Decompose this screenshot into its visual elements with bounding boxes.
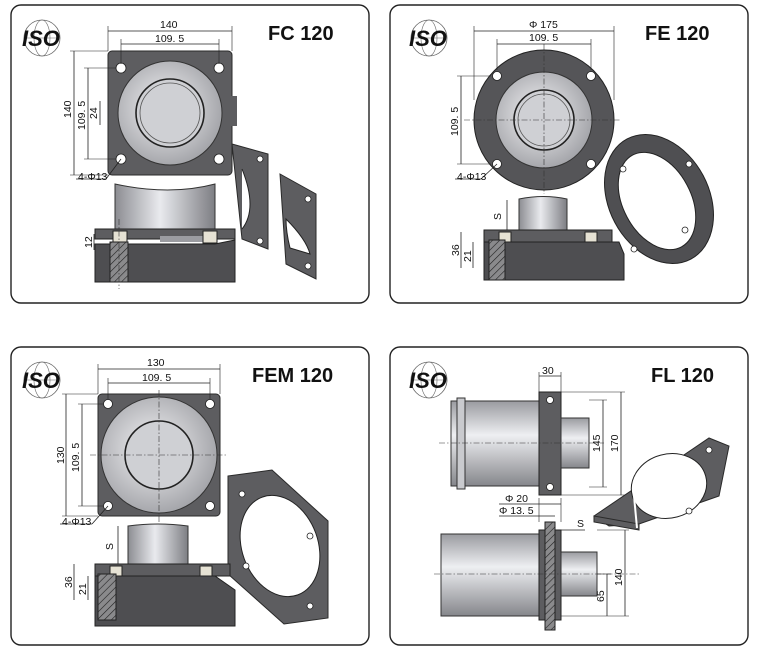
iso-logo-icon: ISO	[22, 19, 61, 57]
iso-logo-icon: ISO	[409, 361, 448, 399]
svg-text:Φ 175: Φ 175	[529, 19, 558, 31]
svg-text:30: 30	[542, 365, 554, 377]
panel-fc-120: ISO FC 120 140 109. 5 140 109. 5 24 4-Φ1…	[10, 4, 370, 304]
iso-logo-icon: ISO	[409, 19, 448, 57]
svg-text:130: 130	[147, 357, 165, 369]
svg-text:Φ 13. 5: Φ 13. 5	[499, 505, 534, 517]
svg-text:145: 145	[591, 434, 603, 452]
svg-text:140: 140	[160, 19, 178, 31]
svg-text:109. 5: 109. 5	[529, 32, 558, 44]
svg-text:36: 36	[63, 576, 75, 588]
panel-fl-120: ISO FL 120 30 145 170 Φ 20 Φ	[389, 346, 749, 646]
svg-text:4-Φ13: 4-Φ13	[62, 516, 92, 528]
svg-text:ISO: ISO	[409, 368, 447, 393]
svg-text:4-Φ13: 4-Φ13	[457, 171, 487, 183]
svg-text:109. 5: 109. 5	[449, 107, 461, 136]
panel-fe-120: ISO FE 120 Φ 175 109. 5 109. 5 4-Φ13	[389, 4, 749, 304]
svg-text:140: 140	[613, 568, 625, 586]
panel-title: FEM 120	[252, 365, 333, 387]
svg-text:130: 130	[55, 446, 67, 464]
svg-text:109. 5: 109. 5	[70, 443, 82, 472]
iso-logo-icon: ISO	[22, 361, 61, 399]
svg-text:21: 21	[462, 250, 474, 262]
svg-text:24: 24	[88, 107, 100, 119]
svg-text:S: S	[492, 213, 504, 220]
svg-text:65: 65	[595, 590, 607, 602]
svg-text:S: S	[104, 543, 116, 550]
svg-text:Φ 20: Φ 20	[505, 493, 528, 505]
panel-title: FE 120	[645, 23, 709, 45]
svg-text:S: S	[577, 518, 584, 530]
panel-fem-120: ISO FEM 120 130 109. 5 130 109. 5 4-Φ13	[10, 346, 370, 646]
svg-text:21: 21	[77, 583, 89, 595]
svg-text:109. 5: 109. 5	[142, 372, 171, 384]
svg-text:109. 5: 109. 5	[155, 33, 184, 45]
svg-text:ISO: ISO	[409, 26, 447, 51]
svg-text:36: 36	[450, 244, 462, 256]
svg-text:140: 140	[62, 100, 74, 118]
svg-text:ISO: ISO	[22, 26, 60, 51]
panel-title: FC 120	[268, 23, 334, 45]
svg-text:109. 5: 109. 5	[76, 101, 88, 130]
panel-title: FL 120	[651, 365, 714, 387]
svg-text:12: 12	[83, 236, 95, 248]
svg-text:ISO: ISO	[22, 368, 60, 393]
svg-text:170: 170	[609, 434, 621, 452]
svg-text:4-Φ13: 4-Φ13	[78, 171, 108, 183]
